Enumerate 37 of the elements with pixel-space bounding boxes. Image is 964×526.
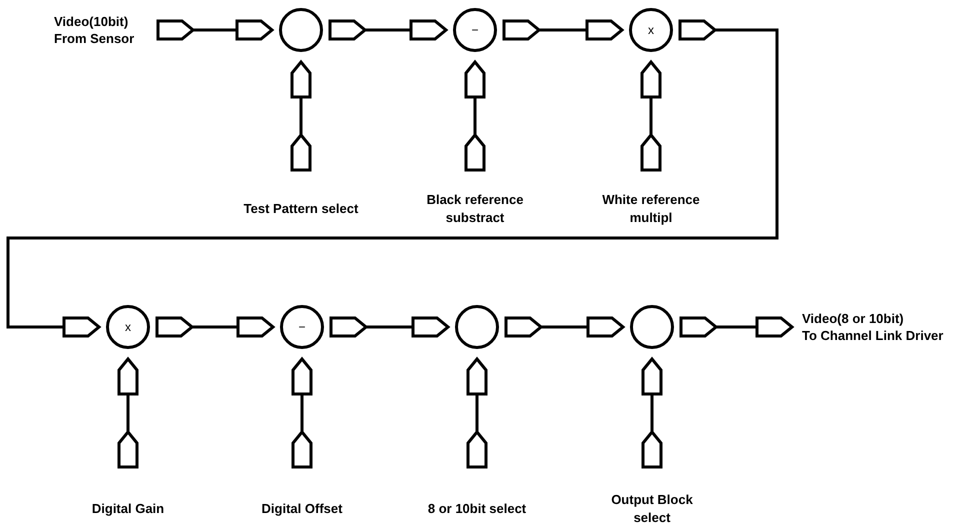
operator-circle [280, 305, 324, 349]
signal-connector [504, 316, 624, 338]
operator-circle [629, 8, 673, 52]
control-label: White reference multipl [601, 191, 701, 227]
signal-label: From Sensor [54, 30, 136, 47]
operator-circle [453, 8, 497, 52]
signal-connector [292, 358, 312, 468]
operator-symbol: x [125, 320, 131, 334]
signal-connector [330, 316, 450, 338]
control-label: Digital Gain [90, 500, 166, 518]
control-label: Black reference substract [426, 191, 524, 227]
signal-connector [680, 316, 794, 338]
operator-circle [279, 8, 323, 52]
signal-connector [156, 316, 274, 338]
signal-connector [290, 60, 312, 172]
control-label: Digital Offset [260, 500, 344, 518]
control-label: Test Pattern select [242, 200, 360, 218]
signal-connector [6, 20, 778, 338]
operator-symbol: − [471, 23, 478, 37]
operator-symbol: − [298, 320, 306, 334]
signal-label: Video(8 or 10bit) [802, 310, 905, 327]
operator-circle [630, 305, 674, 349]
signal-label: To Channel Link Driver [802, 327, 944, 344]
signal-connector [156, 20, 274, 40]
signal-connector [328, 20, 448, 40]
signal-connector [640, 60, 662, 172]
signal-connector [118, 358, 138, 468]
signal-connector [502, 20, 624, 40]
control-label: 8 or 10bit select [426, 500, 528, 518]
control-label: Output Block select [610, 491, 694, 526]
signal-connector [642, 358, 662, 468]
signal-connector [464, 60, 486, 172]
operator-circle [106, 305, 150, 349]
operator-circle [455, 305, 499, 349]
operator-symbol: x [648, 23, 654, 37]
signal-connector [466, 358, 488, 468]
signal-label: Video(10bit) [54, 13, 130, 30]
